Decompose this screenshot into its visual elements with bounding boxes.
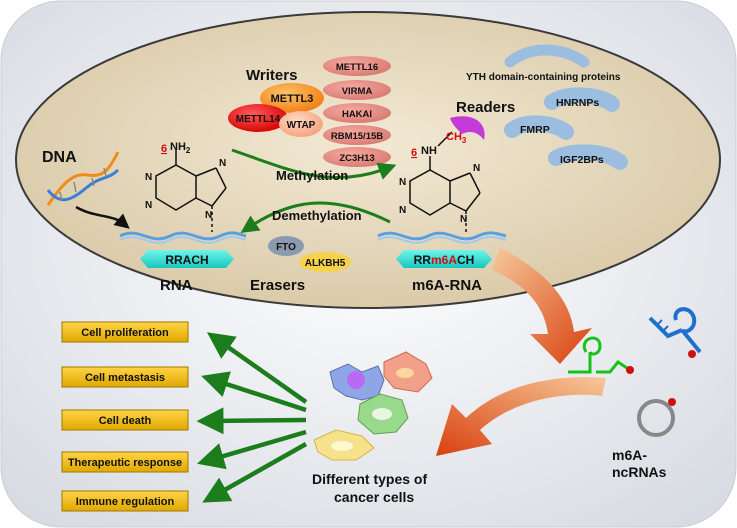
outcome-box	[61, 366, 189, 388]
fto-label: FTO	[276, 242, 296, 253]
mettl3-label: METTL3	[271, 93, 314, 105]
outcome-box	[61, 451, 189, 473]
fmrp-label: FMRP	[520, 124, 550, 136]
dna-label: DNA	[42, 149, 77, 166]
arrow-to-therapeutic	[197, 429, 307, 470]
cofactor-label: ZC3H13	[339, 153, 374, 164]
cancer-cells-icon	[313, 351, 433, 461]
ring-n-3: N	[219, 158, 226, 169]
rna-strand	[119, 231, 247, 244]
ring-n-4: N	[205, 210, 212, 221]
ring-n-2: N	[145, 200, 152, 211]
rrach-label: RRACH	[165, 253, 208, 267]
cofactor-label: RBM15/15B	[331, 131, 383, 142]
adenine-structure	[155, 150, 227, 232]
yth-protein-shape	[504, 44, 590, 68]
erasers-title: Erasers	[250, 277, 305, 294]
mettl14-label: METTL14	[236, 114, 281, 125]
outcome-label: Immune regulation	[76, 496, 175, 508]
hnrnp-protein-shape	[544, 87, 620, 112]
rna-label: RNA	[160, 277, 193, 294]
outcome-label: Cell metastasis	[85, 372, 165, 384]
wtap-protein	[279, 111, 323, 137]
ncrna-hairpin-icon	[568, 336, 634, 374]
m6a-structure	[409, 131, 481, 232]
m6a-rna-strand	[377, 231, 507, 244]
alkbh5-protein	[299, 252, 351, 272]
methylation-arrow	[231, 148, 397, 180]
demethylation-arrow	[240, 201, 391, 233]
alkbh5-label: ALKBH5	[305, 258, 346, 269]
m6a-ring-n-1: N	[399, 177, 406, 188]
ring-n-1: N	[145, 172, 152, 183]
demethylation-label: Demethylation	[272, 208, 362, 223]
fmrp-protein-shape	[504, 115, 574, 140]
adenine-position: 6	[161, 143, 167, 155]
outcome-box	[61, 321, 189, 343]
ncrna-stemloop-icon	[648, 307, 702, 358]
cofactor-label: HAKAI	[342, 109, 372, 120]
igf2bp-protein-shape	[548, 144, 628, 170]
cancer-cells-label-2: cancer cells	[334, 489, 414, 505]
cofactor-pill	[323, 147, 391, 167]
m6a-nh-group: NH	[421, 145, 437, 157]
arrow-to-proliferation	[206, 332, 308, 404]
outcome-label: Cell proliferation	[81, 327, 169, 339]
outcome-list: Cell proliferation Cell metastasis Cell …	[61, 321, 189, 512]
circrna-icon	[637, 399, 675, 437]
methylation-label: Methylation	[276, 168, 348, 183]
dna-helix-icon	[46, 151, 120, 206]
wtap-label: WTAP	[287, 120, 316, 131]
cofactor-label: VIRMA	[342, 86, 373, 97]
cofactor-pill	[323, 56, 391, 76]
amine-group: NH2	[170, 141, 191, 155]
m6a-position: 6	[411, 147, 417, 159]
cancer-cells-label-1: Different types of	[312, 471, 427, 487]
outcome-label: Cell death	[99, 415, 152, 427]
ncrnas-label-line1: m6A-	[612, 447, 647, 463]
fto-protein	[268, 236, 304, 256]
outcome-label: Therapeutic response	[68, 457, 182, 469]
reader-binding-icon	[450, 116, 485, 140]
writer-cofactors: METTL16 VIRMA HAKAI RBM15/15B ZC3H13	[323, 56, 391, 167]
dna-to-rna-arrow	[75, 205, 130, 229]
m6a-ring-n-2: N	[399, 205, 406, 216]
arrow-to-immune	[202, 442, 308, 503]
igf2bps-label: IGF2BPs	[560, 154, 604, 166]
outcome-arrows	[196, 332, 308, 503]
readers-title: Readers	[456, 99, 515, 116]
yth-label: YTH domain-containing proteins	[466, 72, 621, 83]
cofactor-pill	[323, 80, 391, 100]
m6a-rna-label: m6A-RNA	[412, 277, 482, 294]
rrm6ach-motif	[396, 250, 492, 268]
cofactor-pill	[323, 103, 391, 123]
outcome-box	[61, 490, 189, 512]
outcome-box	[61, 409, 189, 431]
cofactor-label: METTL16	[336, 62, 378, 73]
arrow-to-metastasis	[201, 371, 307, 413]
methyl-group: CH3	[446, 131, 467, 145]
ncrnas-label-line2: ncRNAs	[612, 464, 667, 480]
m6a-ring-n-4: N	[460, 214, 467, 225]
writers-title: Writers	[246, 67, 297, 84]
arrow-to-death	[196, 407, 307, 435]
ncrna-to-cancer-arrow	[436, 377, 606, 456]
cofactor-pill	[323, 125, 391, 145]
mettl3-protein	[260, 83, 324, 113]
rrach-motif	[140, 250, 234, 268]
hnrnps-label: HNRNPs	[556, 97, 599, 109]
m6a-ring-n-3: N	[473, 163, 480, 174]
mettl14-protein	[228, 104, 288, 132]
rrm6ach-label: RRm6ACH	[414, 253, 475, 267]
circrna-m6a-dot	[668, 398, 676, 406]
export-arrow	[492, 248, 592, 364]
